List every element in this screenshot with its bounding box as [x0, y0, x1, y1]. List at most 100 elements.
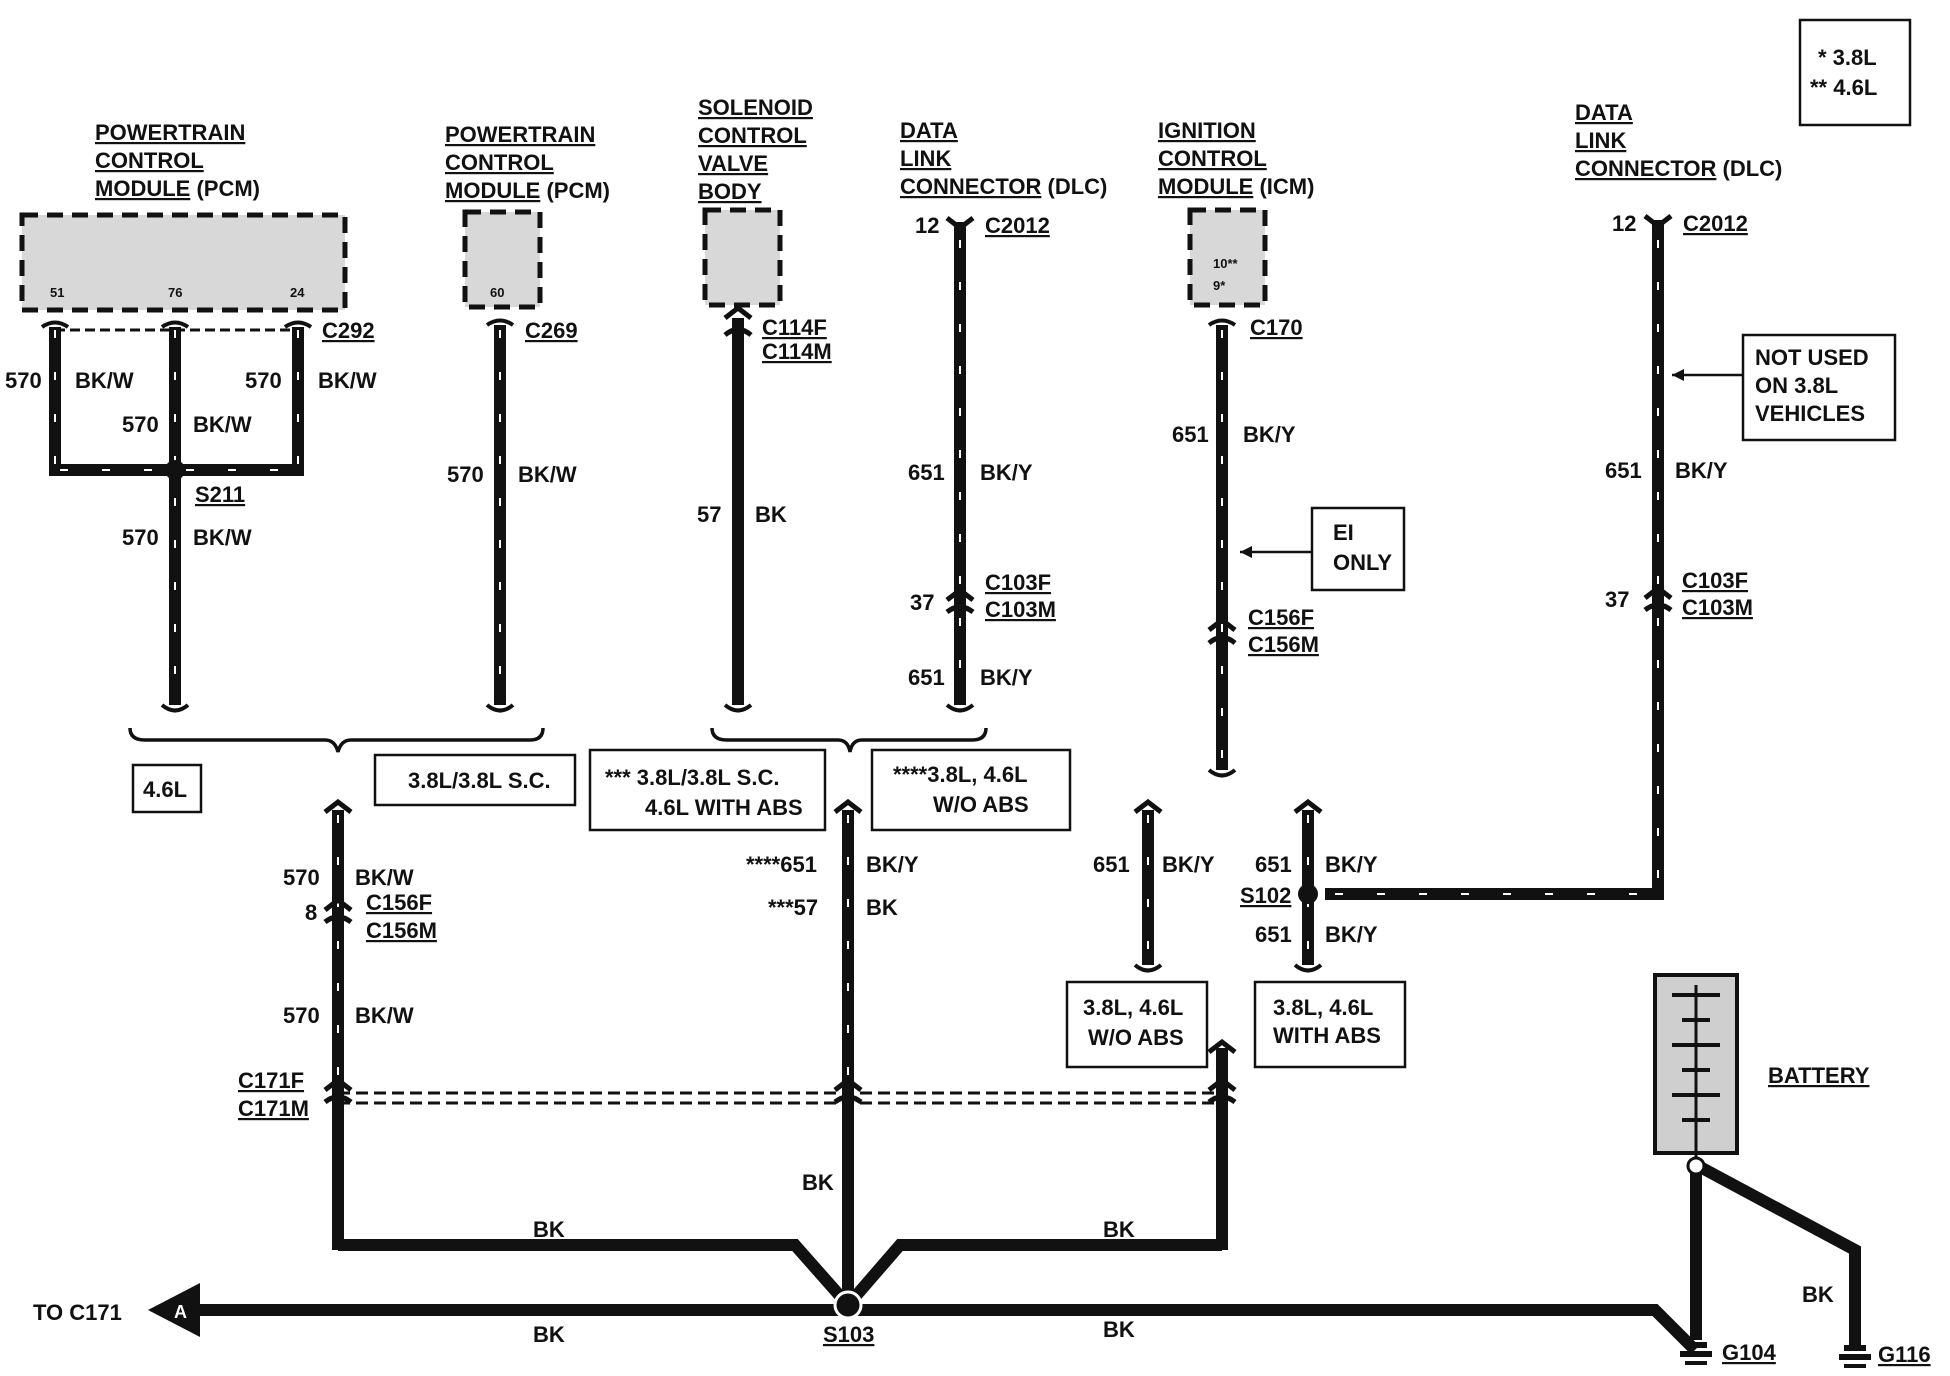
with-abs-wire-color-upper: BK/Y: [1325, 852, 1378, 877]
note-with-abs-line-1: 3.8L, 4.6L: [1273, 995, 1373, 1020]
icm-title-1: IGNITION: [1158, 118, 1256, 143]
note-not-used: NOT USED ON 3.8L VEHICLES: [1672, 333, 1897, 442]
with-abs-wire-num-lower: 651: [1255, 922, 1292, 947]
pcm1-wire-right-num: 570: [245, 368, 282, 393]
dlc2-c103f: C103F: [1682, 568, 1748, 593]
ignition-control-module: IGNITION CONTROL MODULE (ICM) 10** 9* C1…: [1158, 118, 1314, 340]
pcm-module-small: POWERTRAIN CONTROL MODULE (PCM) 60 C269: [445, 122, 610, 343]
icm-c156m: C156M: [1248, 632, 1319, 657]
note-with-abs-line-2: WITH ABS: [1273, 1023, 1381, 1048]
note-with-abs-variant: *** 3.8L/3.8L S.C. 4.6L WITH ABS: [588, 748, 827, 832]
center-wire-star-651: ****651: [746, 852, 817, 877]
wire-center-lower: [833, 798, 863, 1310]
with-abs-wire-num-upper: 651: [1255, 852, 1292, 877]
note-38l-sc-text: 3.8L/3.8L S.C.: [408, 768, 551, 793]
dlc2-title-3: CONNECTOR (DLC): [1575, 156, 1782, 181]
pcm2-wire-num: 570: [447, 462, 484, 487]
svb-title-4: BODY: [698, 179, 762, 204]
icm-title-2: CONTROL: [1158, 146, 1267, 171]
pcm2-connector: C269: [525, 318, 578, 343]
svb-connector-f: C114F: [762, 315, 827, 340]
legend-line-2: ** 4.6L: [1810, 75, 1877, 100]
svb-body: [702, 207, 783, 308]
splice-s102: S102: [1240, 883, 1291, 908]
pcm2-wire: [485, 318, 515, 713]
wo-abs-wire-color: BK/Y: [1162, 852, 1215, 877]
note-abs-b-line-1: ****3.8L, 4.6L: [893, 762, 1028, 787]
dlc1-wire-color-lower: BK/Y: [980, 665, 1033, 690]
ground-bus: [190, 1239, 1700, 1355]
svb-wire: [723, 304, 753, 713]
svb-title-3: VALVE: [698, 151, 768, 176]
legend-line-1: * 3.8L: [1818, 45, 1877, 70]
note-46l-text: 4.6L: [143, 777, 187, 802]
pcm1-title-1: POWERTRAIN: [95, 120, 245, 145]
dlc1-connector: C2012: [985, 213, 1050, 238]
lower-pin-8: 8: [305, 900, 317, 925]
svb-wire-num: 57: [697, 502, 721, 527]
dlc1-pin: 12: [915, 213, 939, 238]
offpage-connector-a: A TO C171: [33, 1283, 200, 1337]
note-ei-line-1: EI: [1333, 520, 1354, 545]
dlc1-wire-num-upper: 651: [908, 460, 945, 485]
dlc1-wire-num-lower: 651: [908, 665, 945, 690]
note-ei-only: EI ONLY: [1240, 506, 1406, 592]
note-not-used-line-3: VEHICLES: [1755, 401, 1865, 426]
pcm1-wire-mid-color: BK/W: [193, 412, 252, 437]
wire-570-lower: [323, 798, 353, 1250]
wire-651-with-abs: [1293, 798, 1323, 973]
note-wo-abs-variant: ****3.8L, 4.6L W/O ABS: [870, 748, 1072, 832]
icm-wire-color: BK/Y: [1243, 422, 1296, 447]
pcm1-wire-left-color: BK/W: [75, 368, 134, 393]
icm-pin-b: 9*: [1213, 278, 1226, 293]
svb-title-2: CONTROL: [698, 123, 807, 148]
note-with-abs: 3.8L, 4.6L WITH ABS: [1253, 980, 1407, 1069]
pcm1-pin-51: 51: [50, 285, 64, 300]
note-abs-b-line-2: W/O ABS: [933, 792, 1029, 817]
pcm-module-wide: POWERTRAIN CONTROL MODULE (PCM) 51 76 24…: [19, 120, 375, 343]
splice-s103: S103: [823, 1322, 874, 1347]
bus-left-bk-lower: BK: [533, 1322, 565, 1347]
center-wire-bky: BK/Y: [866, 852, 919, 877]
pcm1-pin-24: 24: [290, 285, 305, 300]
icm-c156f: C156F: [1248, 605, 1314, 630]
pcm2-title-3: MODULE (PCM): [445, 178, 610, 203]
dlc1-wire-color-upper: BK/Y: [980, 460, 1033, 485]
offpage-label: TO C171: [33, 1300, 122, 1325]
splice-s211: S211: [195, 482, 245, 507]
c171f-label: C171F: [238, 1068, 304, 1093]
data-link-connector-1: DATA LINK CONNECTOR (DLC) 12 C2012: [900, 118, 1107, 238]
c171-connector-row: [323, 1038, 1237, 1250]
pcm1-wires: [40, 320, 313, 713]
dlc1-title-1: DATA: [900, 118, 958, 143]
note-wo-abs-line-1: 3.8L, 4.6L: [1083, 995, 1183, 1020]
ground-g104-icon: [1680, 1342, 1712, 1365]
pcm2-title-1: POWERTRAIN: [445, 122, 595, 147]
dlc1-c103f: C103F: [985, 570, 1051, 595]
data-link-connector-2: DATA LINK CONNECTOR (DLC) 12 C2012: [1575, 100, 1782, 236]
lower-c156m: C156M: [366, 918, 437, 943]
icm-wire: [1207, 318, 1237, 778]
solenoid-valve-body: SOLENOID CONTROL VALVE BODY C114F C114M: [698, 95, 832, 364]
pcm1-wire-low-num: 570: [122, 525, 159, 550]
brace-pcm: [128, 727, 545, 753]
note-abs-a-line-2: 4.6L WITH ABS: [645, 795, 803, 820]
battery-icon: [1653, 973, 1739, 1165]
dlc1-title-3: CONNECTOR (DLC): [900, 174, 1107, 199]
bus-left-bk-upper: BK: [533, 1217, 565, 1242]
center-wire-star-57: ***57: [768, 895, 818, 920]
ground-g116: G116: [1878, 1342, 1931, 1367]
offpage-letter: A: [174, 1302, 187, 1322]
icm-wire-num: 651: [1172, 422, 1209, 447]
ground-g116-icon: [1839, 1345, 1871, 1368]
note-wo-abs: 3.8L, 4.6L W/O ABS: [1065, 980, 1209, 1069]
lower-570-num-lower: 570: [283, 1003, 320, 1028]
lower-570-color-lower: BK/W: [355, 1003, 414, 1028]
pcm1-wire-right-color: BK/W: [318, 368, 377, 393]
note-wo-abs-line-2: W/O ABS: [1088, 1025, 1184, 1050]
splice-s103-dot: [833, 1290, 863, 1320]
center-wire-bk: BK: [866, 895, 898, 920]
legend-box: * 3.8L ** 4.6L: [1798, 18, 1912, 127]
pcm2-title-2: CONTROL: [445, 150, 554, 175]
icm-pin-a: 10**: [1213, 256, 1239, 271]
